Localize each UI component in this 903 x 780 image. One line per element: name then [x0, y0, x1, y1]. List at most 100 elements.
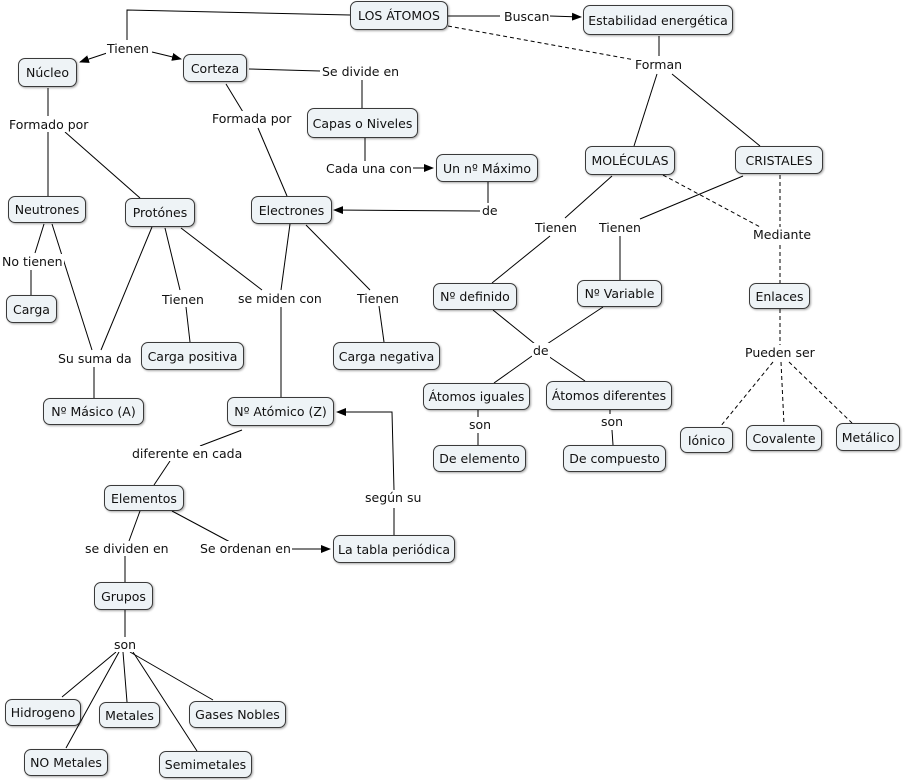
line-formada-electrones [257, 127, 288, 197]
line-protones-susuma [100, 226, 153, 351]
concept-atomos-iguales[interactable]: Átomos iguales [423, 383, 530, 410]
line-electrones-semiden [280, 223, 291, 291]
concept-n-atomico[interactable]: Nº Atómico (Z) [227, 397, 334, 426]
link-formado-por: Formado por [8, 117, 90, 132]
line-de-diferentes [547, 355, 586, 382]
concept-los-atomos[interactable]: LOS ÁTOMOS [350, 1, 448, 30]
link-de: de [532, 343, 550, 358]
link-se-ordenan-en: Se ordenan en [199, 541, 292, 556]
line-electrones-tienen [305, 224, 371, 291]
line-son-metales [122, 651, 128, 703]
link-se-miden-con: se miden con [237, 291, 323, 306]
concept-protones[interactable]: Protónes [125, 198, 195, 227]
line-moleculas-tienen [564, 175, 613, 219]
concept-carga-positiva[interactable]: Carga positiva [141, 342, 244, 370]
line-forman-cristales [671, 73, 761, 147]
concept-covalente[interactable]: Covalente [746, 425, 822, 451]
link-son: son [468, 417, 493, 432]
concept-nucleo[interactable]: Núcleo [18, 58, 77, 87]
line-son-nometales [65, 651, 120, 749]
concept-n-masico[interactable]: Nº Másico (A) [43, 398, 144, 425]
line-son-hidrogeno [61, 651, 117, 698]
line-protones-semiden [180, 227, 263, 291]
link-tienen: Tienen [598, 220, 642, 235]
dashed-moleculas-mediante [662, 174, 763, 229]
link-cada-una-con: Cada una con [325, 161, 413, 176]
line-cristales-tienen [639, 175, 744, 220]
line-formado-protones [64, 131, 141, 199]
arrow-tienen-corteza [151, 51, 182, 61]
link-segun-su: según su [364, 490, 423, 505]
link-se-dividen-en: se dividen en [84, 541, 170, 556]
link-pueden-ser: Pueden ser [744, 345, 816, 360]
link-formada-por: Formada por [211, 111, 293, 126]
arrow-de-electrones [333, 206, 481, 215]
link-son: son [113, 637, 138, 652]
dashed-pueden-covalente [780, 361, 785, 426]
arrow-segun-atomico [336, 408, 395, 491]
concept-n-variable[interactable]: Nº Variable [577, 280, 662, 307]
line-atomos-tienen [126, 9, 351, 40]
concept-un-n-maximo[interactable]: Un nº Máximo [436, 154, 538, 182]
concept-grupos[interactable]: Grupos [94, 582, 153, 610]
arrow-buscan-estabilidad [549, 12, 582, 21]
link-tienen: Tienen [356, 291, 400, 306]
concept-cristales[interactable]: CRISTALES [735, 146, 823, 174]
concept-corteza[interactable]: Corteza [183, 54, 247, 82]
line-atomico-diferente [199, 429, 243, 447]
concept-elementos[interactable]: Elementos [104, 485, 184, 511]
line-definido-de [492, 309, 536, 345]
link-diferente-en-cada: diferente en cada [131, 446, 244, 461]
line-elementos-sedividen [128, 510, 141, 542]
line-variable-de [546, 306, 604, 345]
concept-semimetales[interactable]: Semimetales [159, 751, 252, 778]
concept-no-metales[interactable]: NO Metales [24, 749, 108, 776]
dashed-pueden-metalico [788, 361, 853, 424]
link-tienen: Tienen [534, 220, 578, 235]
link-se-divide-en: Se divide en [321, 64, 401, 79]
line-tienen-carganeg [378, 305, 385, 343]
link-tienen: Tienen [106, 41, 150, 56]
line-son-semimetales [132, 651, 198, 752]
concept-carga[interactable]: Carga [6, 295, 57, 323]
link-forman: Forman [634, 57, 684, 72]
concept-metalico[interactable]: Metálico [836, 423, 900, 451]
concept-enlaces[interactable]: Enlaces [749, 283, 810, 309]
link-de: de [481, 203, 499, 218]
line-corteza-sedivide [248, 68, 321, 72]
link-buscan: Buscan [503, 9, 551, 24]
line-neutrones-susuma [51, 223, 93, 351]
line-diferente-elementos [153, 460, 171, 486]
concept-n-definido[interactable]: Nº definido [433, 283, 517, 310]
concept-estabilidad-energetica[interactable]: Estabilidad energética [583, 5, 733, 35]
link-mediante: Mediante [752, 227, 813, 242]
arrow-tienen-nucleo [79, 52, 108, 63]
concept-capas-o-niveles[interactable]: Capas o Niveles [307, 108, 418, 138]
concept-metales[interactable]: Metales [99, 702, 160, 728]
concept-hidrogeno[interactable]: Hidrogeno [5, 699, 81, 726]
line-neutrones-notienen [34, 223, 45, 254]
line-son-gases [129, 651, 214, 701]
link-no-tienen: No tienen [1, 254, 64, 269]
line-tienen-definido [491, 235, 551, 284]
link-su-suma-da: Su suma da [57, 351, 133, 366]
concept-atomos-diferentes[interactable]: Átomos diferentes [546, 381, 672, 410]
link-son: son [600, 414, 625, 429]
concept-ionico[interactable]: Iónico [680, 427, 733, 453]
line-de-iguales [493, 355, 533, 384]
concept-gases-nobles[interactable]: Gases Nobles [189, 701, 286, 728]
dashed-pueden-ionico [719, 361, 774, 428]
line-tienen-cargapos [185, 306, 191, 343]
concept-carga-negativa[interactable]: Carga negativa [333, 342, 440, 370]
concept-neutrones[interactable]: Neutrones [8, 196, 86, 223]
dashed-atomos-forman [447, 25, 636, 61]
concept-de-compuesto[interactable]: De compuesto [563, 445, 666, 472]
concept-moleculas[interactable]: MOLÉCULAS [585, 146, 675, 175]
concept-de-elemento[interactable]: De elemento [433, 445, 526, 472]
concept-electrones[interactable]: Electrones [251, 196, 332, 224]
line-forman-moleculas [633, 73, 658, 147]
line-corteza-formada [225, 83, 244, 113]
concept-tabla-periodica[interactable]: La tabla periódica [333, 535, 455, 563]
